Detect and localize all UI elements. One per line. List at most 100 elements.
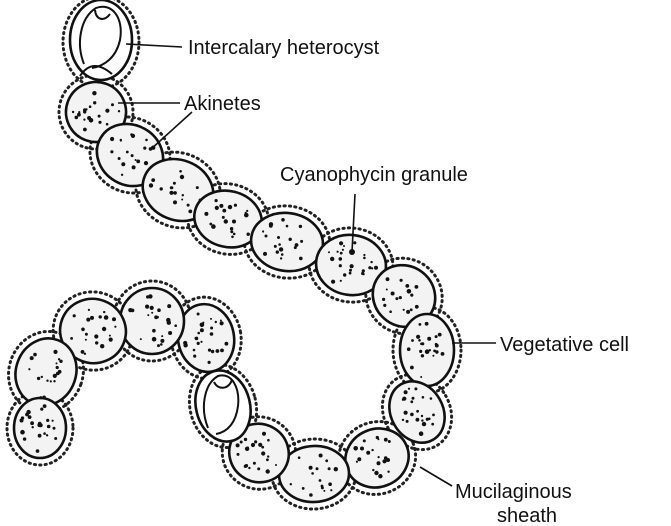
granule-dot (187, 204, 190, 207)
granule-dot (298, 456, 301, 459)
granule-dot (419, 350, 422, 353)
granule-dot (411, 339, 414, 342)
granule-dot (309, 466, 313, 470)
granule-dot (309, 493, 313, 497)
granule-dot (23, 437, 26, 440)
granule-dot (77, 113, 81, 117)
granule-dot (103, 311, 105, 313)
granule-dot (160, 187, 163, 190)
granule-dot (433, 350, 436, 353)
granule-dot (36, 449, 40, 453)
granule-dot (20, 430, 25, 435)
granule-dot (183, 341, 187, 345)
granule-dot (148, 294, 152, 298)
granule-dot (435, 335, 438, 338)
granule-dot (281, 218, 285, 222)
granule-dot (54, 437, 57, 440)
granule-dot (110, 150, 113, 153)
granule-dot (95, 341, 98, 344)
granule-dot (208, 361, 211, 364)
granule-dot (269, 224, 273, 228)
label-akinetes: Akinetes (184, 93, 261, 115)
granule-dot (143, 147, 146, 150)
granule-dot (265, 235, 268, 238)
granule-dot (47, 425, 51, 429)
granule-dot (427, 337, 431, 341)
granule-dot (387, 471, 389, 473)
granule-dot (225, 342, 229, 346)
granule-dot (46, 419, 49, 422)
granule-dot (56, 362, 58, 364)
granule-dot (144, 161, 148, 165)
granule-dot (422, 422, 426, 426)
granule-dot (181, 199, 183, 201)
granule-dot (233, 233, 236, 236)
granule-dot (357, 457, 361, 461)
granule-dot (319, 479, 322, 482)
granule-dot (195, 337, 199, 341)
granule-dot (383, 304, 386, 307)
granule-dot (89, 105, 92, 108)
granule-dot (425, 322, 429, 326)
granule-dot (197, 332, 200, 335)
granule-dot (289, 238, 292, 241)
granule-dot (85, 339, 87, 341)
granule-dot (150, 306, 154, 310)
granule-dot (415, 305, 419, 309)
granule-dot (382, 298, 385, 301)
granule-dot (46, 380, 48, 382)
granule-dot (350, 264, 354, 268)
granule-dot (404, 390, 408, 394)
granule-dot (173, 182, 176, 185)
granule-dot (363, 273, 365, 275)
granule-dot (211, 350, 214, 353)
granule-dot (363, 439, 366, 442)
granule-dot (151, 312, 153, 314)
granule-dot (330, 257, 334, 261)
granule-dot (43, 432, 46, 435)
granule-dot (319, 454, 323, 458)
granule-dot (237, 453, 240, 456)
granule-dot (208, 349, 211, 352)
granule-dot (337, 251, 339, 253)
granule-dot (166, 318, 170, 322)
granule-dot (157, 308, 161, 312)
granule-dot (100, 344, 104, 348)
granule-dot (93, 101, 96, 104)
granule-dot (400, 279, 403, 282)
granule-dot (372, 469, 374, 471)
granule-dot (248, 467, 250, 469)
granule-dot (167, 304, 171, 308)
granule-dot (109, 335, 111, 337)
granule-dot (37, 377, 40, 380)
granule-dot (222, 216, 225, 219)
granule-dot (182, 194, 184, 196)
granule-dot (245, 464, 248, 467)
granule-dot (412, 397, 415, 400)
granule-dot (368, 266, 371, 269)
granule-dot (263, 252, 267, 256)
granule-dot (349, 269, 352, 272)
granule-dot (53, 350, 57, 354)
granule-dot (193, 355, 196, 358)
granule-dot (200, 328, 204, 332)
granule-dot (121, 174, 123, 176)
granule-dot (395, 297, 398, 300)
granule-dot (196, 186, 199, 189)
granule-dot (374, 266, 378, 270)
granule-dot (261, 451, 265, 455)
granule-dot (371, 267, 373, 269)
granule-dot (370, 261, 372, 263)
granule-dot (211, 224, 216, 229)
granule-dot (340, 280, 342, 282)
granule-dot (421, 354, 424, 357)
granule-dot (30, 356, 34, 360)
granule-dot (247, 447, 249, 449)
granule-dot (281, 253, 284, 256)
granule-dot (410, 294, 413, 297)
granule-dot (349, 272, 352, 275)
granule-dot (188, 210, 192, 214)
granule-dot (53, 380, 55, 382)
granule-dot (209, 223, 212, 226)
granule-dot (106, 123, 109, 126)
